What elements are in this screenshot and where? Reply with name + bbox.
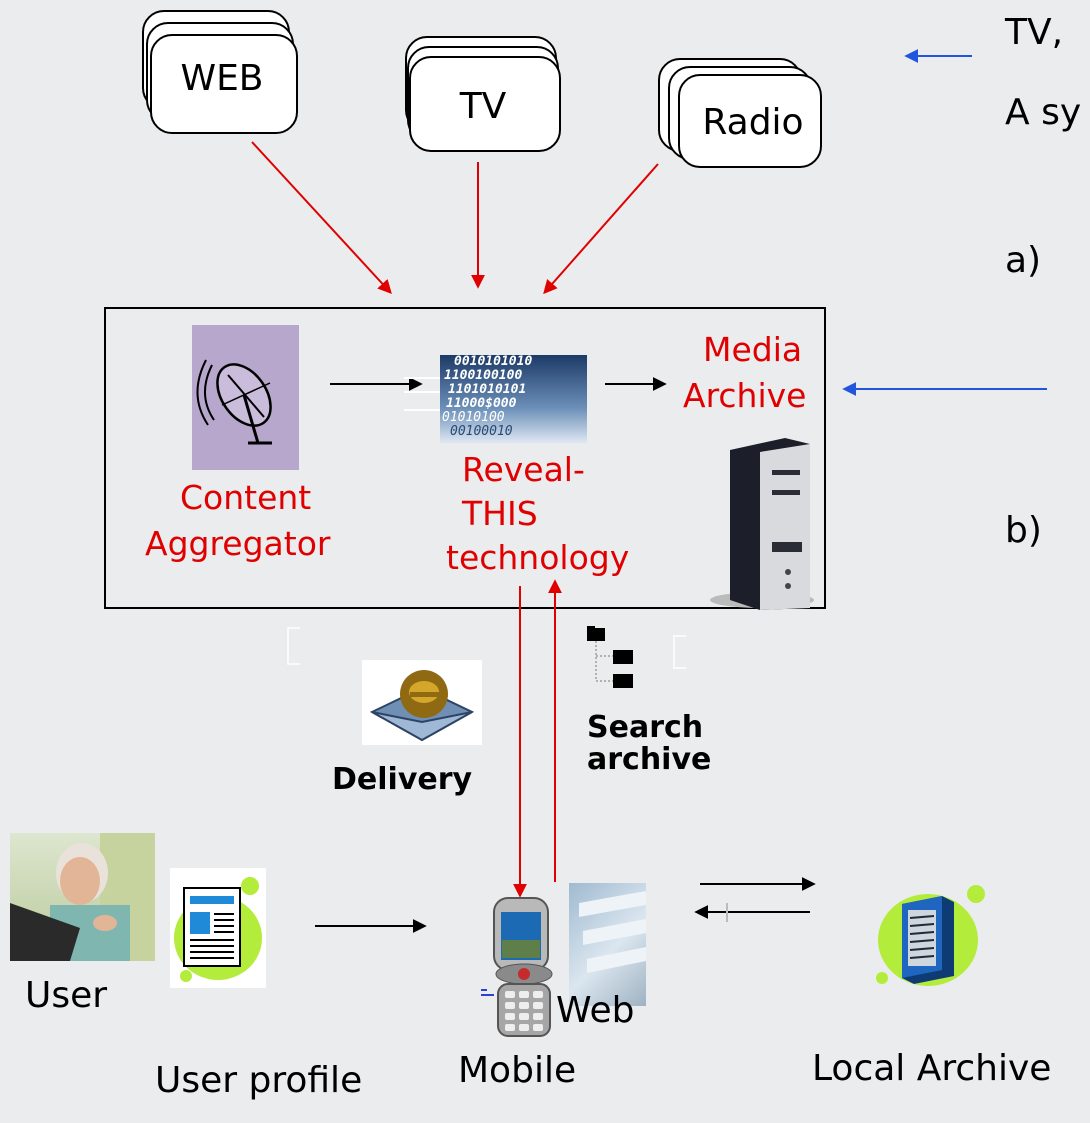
small-blue-marks xyxy=(481,989,494,996)
web-form-image xyxy=(569,883,646,1006)
web-source-label: WEB xyxy=(180,58,264,99)
search-archive-label-1: Search xyxy=(587,710,704,745)
content-aggregator-label-1: Content xyxy=(180,478,312,517)
radio-source: Radio xyxy=(658,58,833,178)
folder-tree-icon xyxy=(587,626,647,694)
side-text-tv: TV, xyxy=(1005,12,1064,53)
tv-source: TV xyxy=(405,36,561,156)
binary-row: 11000$000 xyxy=(446,396,517,411)
mobile-phone-icon xyxy=(488,896,560,1038)
server-tower-icon xyxy=(700,430,820,610)
local-archive-label: Local Archive xyxy=(812,1048,1052,1089)
side-item-a: a) xyxy=(1005,240,1042,281)
content-aggregator-label-2: Aggregator xyxy=(145,524,331,563)
mobile-label: Mobile xyxy=(458,1050,577,1091)
reveal-label-1: Reveal- xyxy=(462,450,585,489)
satellite-dish-image xyxy=(192,325,299,470)
binary-row: 1100100100 xyxy=(444,368,523,383)
binary-row: 0010101010 xyxy=(454,355,533,369)
web-label: Web xyxy=(556,990,635,1031)
binary-row: 01010100 xyxy=(442,410,505,425)
radio-to-system-arrow xyxy=(543,163,659,295)
reveal-label-3: technology xyxy=(446,538,630,577)
side-item-b: b) xyxy=(1005,510,1042,551)
delivery-label: Delivery xyxy=(332,762,473,797)
user-profile-icon xyxy=(170,868,266,988)
local-archive-server-icon xyxy=(870,880,990,990)
search-archive-label-2: archive xyxy=(587,742,712,777)
user-photo xyxy=(10,833,155,961)
side-text-system: A sy xyxy=(1005,92,1082,133)
web-source: WEB xyxy=(138,10,298,135)
motion-lines xyxy=(404,377,440,411)
tv-source-label: TV xyxy=(459,86,507,127)
binary-row: 00100010 xyxy=(450,424,513,439)
media-archive-label-1: Media xyxy=(703,330,803,369)
user-profile-label: User profile xyxy=(155,1060,363,1101)
radio-source-label: Radio xyxy=(702,102,804,143)
user-label: User xyxy=(25,975,108,1016)
faint-brackets xyxy=(287,627,686,669)
binary-data-image: 0010101010 1100100100 1101010101 11000$0… xyxy=(440,355,587,443)
system-box xyxy=(104,307,826,609)
binary-row: 1101010101 xyxy=(448,382,527,397)
reveal-label-2: THIS xyxy=(462,494,538,533)
web-to-system-arrow xyxy=(251,141,392,295)
email-delivery-icon xyxy=(362,660,482,745)
media-archive-label-2: Archive xyxy=(683,376,807,415)
